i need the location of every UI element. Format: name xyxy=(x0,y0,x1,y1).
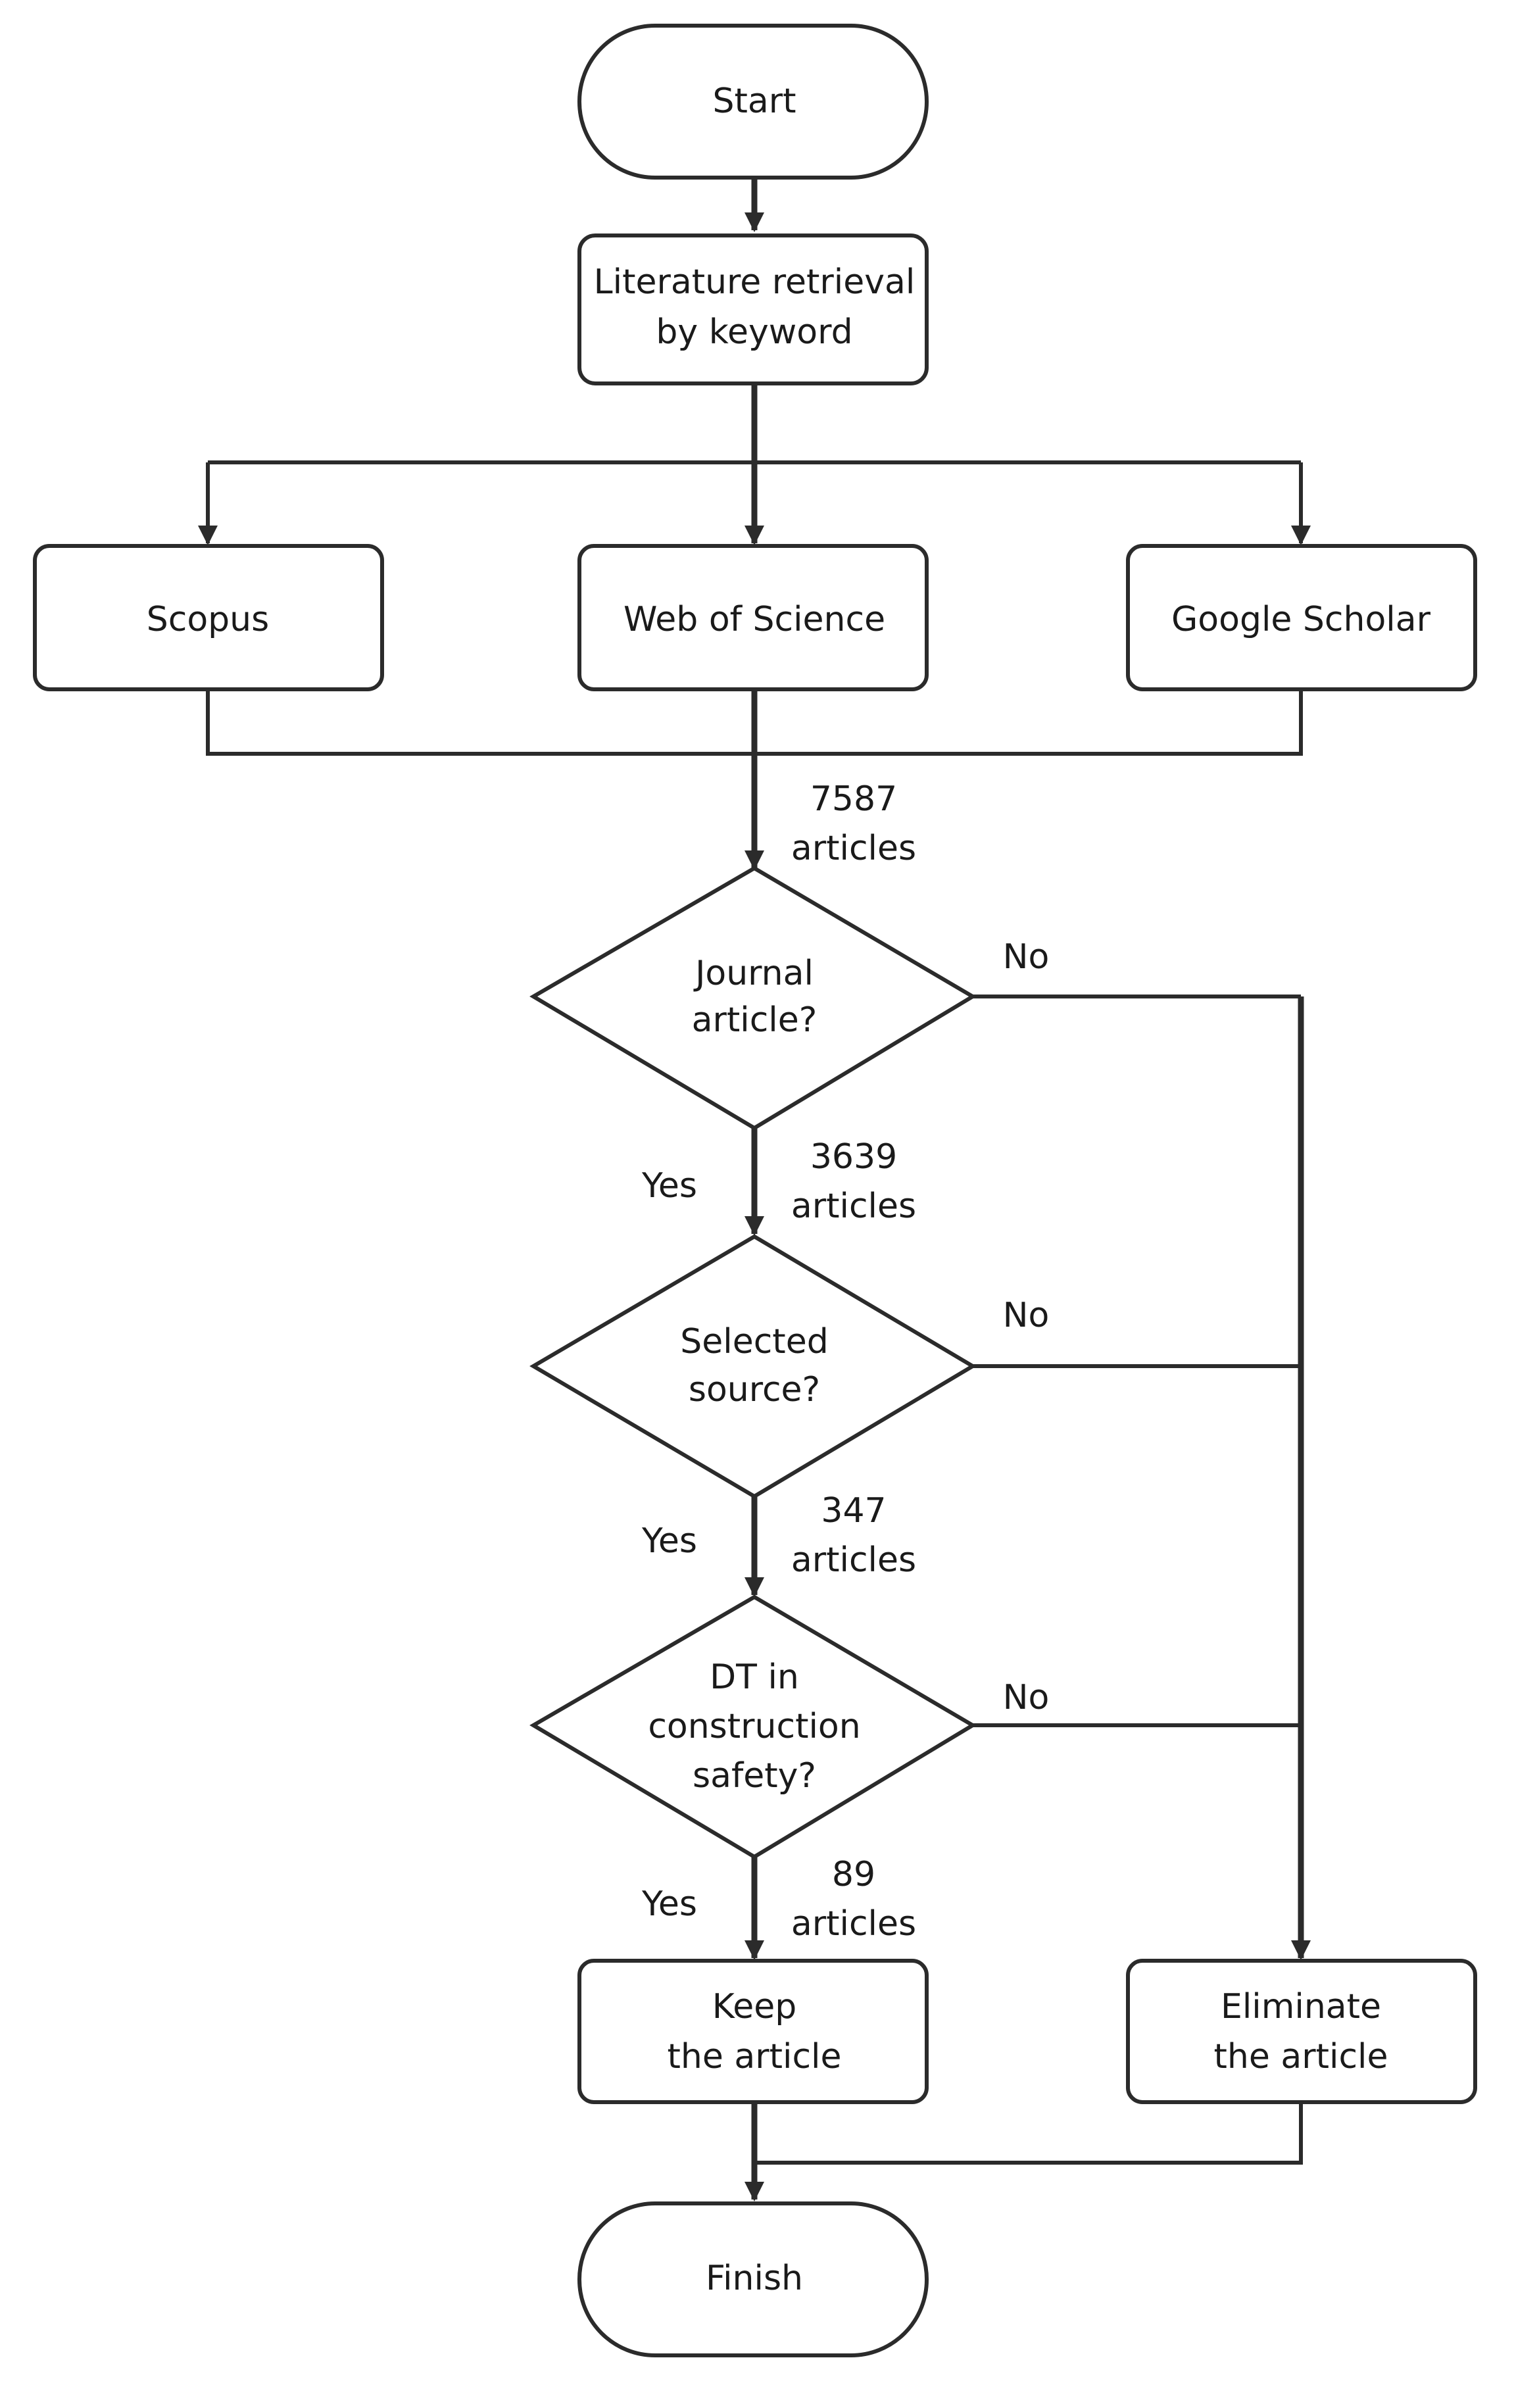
journal-label-line1: Journal xyxy=(693,954,814,993)
retrieval-label-line1: Literature retrieval xyxy=(594,262,916,302)
start-label: Start xyxy=(712,82,796,121)
dt-label-line3: safety? xyxy=(693,1756,816,1796)
yes-label-journal: Yes xyxy=(641,1166,697,1206)
dt-label-line1: DT in xyxy=(710,1658,799,1697)
retrieval-label-line2: by keyword xyxy=(656,312,852,352)
no-label-selected: No xyxy=(1003,1296,1050,1335)
journal-label-line2: article? xyxy=(692,1000,818,1040)
count-7587-unit: articles xyxy=(791,829,916,868)
wos-node: Web of Science xyxy=(577,544,929,691)
count-347-unit: articles xyxy=(791,1540,916,1580)
selected-decision: Selected source? xyxy=(529,1234,977,1499)
keep-label-line1: Keep xyxy=(712,1987,797,2027)
count-7587-number: 7587 xyxy=(810,779,897,819)
selected-label-line1: Selected xyxy=(680,1322,828,1362)
yes-label-dt: Yes xyxy=(641,1884,697,1924)
selected-label-line2: source? xyxy=(689,1370,820,1410)
count-89-unit: articles xyxy=(791,1904,916,1944)
dt-label-line2: construction xyxy=(648,1707,860,1746)
no-label-dt: No xyxy=(1003,1678,1050,1717)
google-label: Google Scholar xyxy=(1171,600,1431,639)
eliminate-node: Eliminate the article xyxy=(1126,1959,1477,2104)
yes-label-selected: Yes xyxy=(641,1521,697,1561)
no-label-journal: No xyxy=(1003,937,1050,977)
start-node: Start xyxy=(577,24,929,180)
scopus-node: Scopus xyxy=(33,544,384,691)
retrieval-node: Literature retrieval by keyword xyxy=(577,233,929,385)
eliminate-label-line1: Eliminate xyxy=(1221,1987,1381,2027)
finish-label: Finish xyxy=(706,2259,803,2298)
finish-node: Finish xyxy=(577,2201,929,2357)
eliminate-label-line2: the article xyxy=(1214,2037,1388,2076)
count-347-number: 347 xyxy=(821,1491,886,1531)
count-3639-number: 3639 xyxy=(810,1137,897,1177)
journal-decision: Journal article? xyxy=(529,866,977,1131)
google-node: Google Scholar xyxy=(1126,544,1477,691)
wos-label: Web of Science xyxy=(623,600,885,639)
keep-label-line2: the article xyxy=(668,2037,842,2076)
edge-eliminate-to-finish xyxy=(754,2102,1303,2165)
keep-node: Keep the article xyxy=(577,1959,929,2104)
scopus-label: Scopus xyxy=(147,600,269,639)
count-89-number: 89 xyxy=(832,1855,875,1894)
count-3639-unit: articles xyxy=(791,1187,916,1226)
dt-decision: DT in construction safety? xyxy=(529,1594,977,1859)
